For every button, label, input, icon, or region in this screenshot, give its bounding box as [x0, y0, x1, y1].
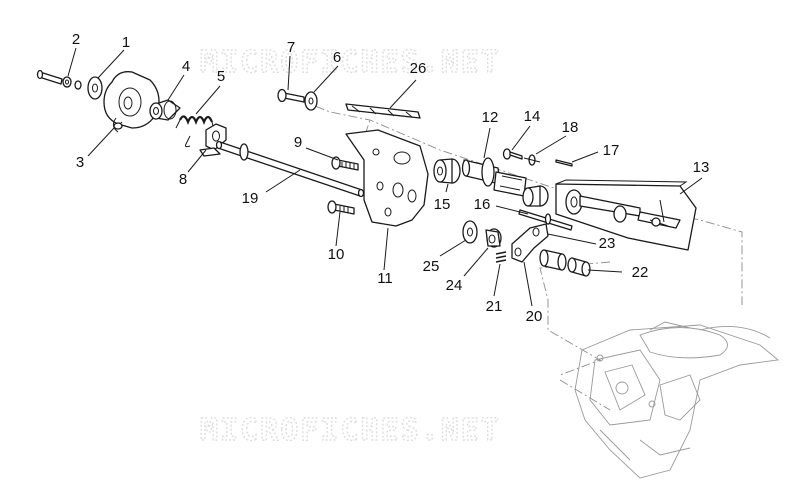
leader-lines — [67, 47, 703, 307]
callout-13: 13 — [693, 159, 710, 176]
callout-19: 19 — [242, 190, 259, 207]
callout-15: 15 — [434, 196, 451, 213]
part-18-clip — [523, 154, 541, 166]
callout-20: 20 — [526, 308, 543, 325]
callout-5: 5 — [217, 68, 225, 85]
cylinder-head-outline — [574, 321, 780, 479]
callout-11: 11 — [377, 270, 393, 287]
part-23-roller — [539, 249, 567, 271]
part-21-spring — [495, 251, 507, 263]
callout-21: 21 — [486, 298, 503, 315]
part-15-bushing — [433, 158, 461, 184]
callout-7: 7 — [287, 39, 295, 56]
part-12-shaft — [461, 157, 527, 197]
part-22-bushing — [567, 257, 591, 277]
callout-23: 23 — [599, 235, 616, 252]
part-8-bracket — [199, 123, 227, 157]
part-14-screw — [502, 148, 523, 160]
callout-26: 26 — [410, 60, 427, 77]
callout-1: 1 — [122, 34, 130, 51]
part-7-bolt — [277, 88, 305, 103]
callout-22: 22 — [632, 264, 649, 281]
part-10-screw — [327, 200, 355, 215]
part-17-pin — [555, 159, 573, 167]
callout-14: 14 — [524, 108, 541, 125]
part-19-shaft — [215, 140, 365, 198]
callout-3: 3 — [76, 154, 84, 171]
watermark-bottom: MICROFICHES.NET — [200, 413, 501, 448]
part-16-rod — [518, 209, 573, 231]
callout-labels: 1 2 3 4 5 6 7 8 9 10 11 12 13 14 15 16 1… — [72, 31, 710, 325]
callout-16: 16 — [474, 196, 491, 213]
callout-6: 6 — [333, 49, 341, 66]
callout-9: 9 — [294, 134, 302, 151]
callout-18: 18 — [562, 119, 579, 136]
part-4-bushing — [149, 99, 181, 121]
part-3-cam-plate — [103, 71, 160, 133]
part-13-cover — [555, 179, 697, 251]
callout-8: 8 — [179, 171, 187, 188]
callout-17: 17 — [603, 142, 620, 159]
part-2-screw — [36, 69, 82, 90]
part-spacer — [522, 185, 549, 207]
part-1-washer — [87, 76, 103, 100]
watermark-top: MICROFICHES.NET — [200, 45, 501, 80]
callout-2: 2 — [72, 31, 80, 48]
callout-24: 24 — [446, 277, 463, 294]
part-26-gasket — [345, 103, 421, 119]
callout-10: 10 — [328, 246, 345, 263]
part-20-lever — [511, 223, 549, 263]
callout-25: 25 — [423, 258, 440, 275]
part-11-plate — [345, 129, 429, 227]
callout-4: 4 — [182, 58, 190, 75]
part-24-bushing — [485, 228, 502, 248]
part-6-washer — [304, 91, 318, 111]
part-25-washer — [462, 220, 478, 244]
callout-12: 12 — [482, 109, 499, 126]
part-9-screw — [331, 156, 359, 171]
